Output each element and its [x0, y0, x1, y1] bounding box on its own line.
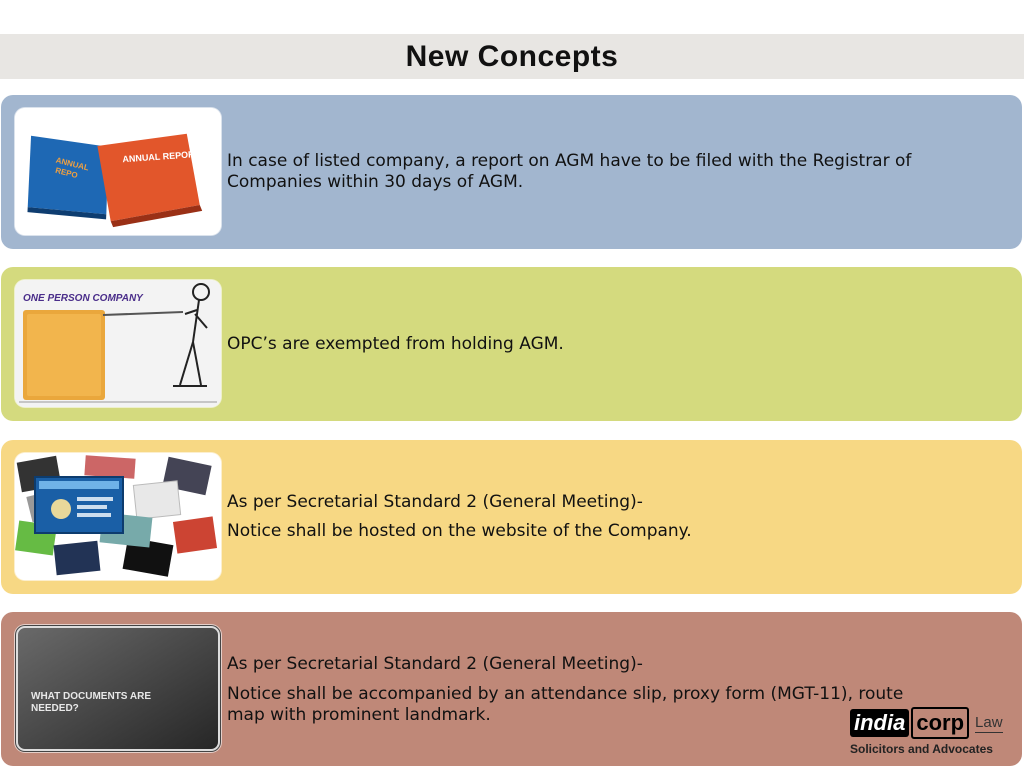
card-4-line-2: Notice shall be accompanied by an attend… [227, 684, 904, 725]
indiacorp-law-logo: india corp Law Solicitors and Advocates [850, 707, 1018, 758]
card-3-line-1: As per Secretarial Standard 2 (General M… [227, 492, 643, 512]
one-person-company-image: ONE PERSON COMPANY [15, 280, 221, 407]
card-2-line-1: OPC’s are exempted from holding AGM. [227, 333, 564, 354]
title-bar: New Concepts [0, 34, 1024, 79]
concept-card-opc: ONE PERSON COMPANY OPC’s are exempted fr… [1, 267, 1022, 421]
card-1-line-1: In case of listed company, a report on A… [227, 151, 912, 192]
logo-corp: corp [911, 707, 970, 739]
concept-card-annual-report: ANNUAL REPO ANNUAL REPORT In case of lis… [1, 95, 1022, 249]
documents-label-line-1: WHAT DOCUMENTS ARE [31, 691, 151, 702]
annual-report-image: ANNUAL REPO ANNUAL REPORT [15, 108, 221, 235]
website-collage-image [15, 453, 221, 580]
card-4-text: As per Secretarial Standard 2 (General M… [227, 612, 982, 766]
card-2-text: OPC’s are exempted from holding AGM. [227, 267, 982, 421]
card-4-line-1: As per Secretarial Standard 2 (General M… [227, 654, 643, 674]
opc-label: ONE PERSON COMPANY [23, 293, 144, 304]
concept-card-documents: WHAT DOCUMENTS ARE NEEDED? As per Secret… [1, 612, 1022, 766]
card-1-text: In case of listed company, a report on A… [227, 95, 982, 249]
logo-india: india [850, 709, 910, 737]
documents-label-line-2: NEEDED? [31, 703, 79, 714]
logo-tagline: Solicitors and Advocates [850, 742, 993, 756]
page-title: New Concepts [405, 39, 619, 73]
documents-needed-image: WHAT DOCUMENTS ARE NEEDED? [15, 625, 221, 752]
card-3-text: As per Secretarial Standard 2 (General M… [227, 440, 982, 594]
concept-card-website: As per Secretarial Standard 2 (General M… [1, 440, 1022, 594]
logo-law: Law [975, 713, 1003, 733]
card-3-line-2: Notice shall be hosted on the website of… [227, 521, 692, 541]
